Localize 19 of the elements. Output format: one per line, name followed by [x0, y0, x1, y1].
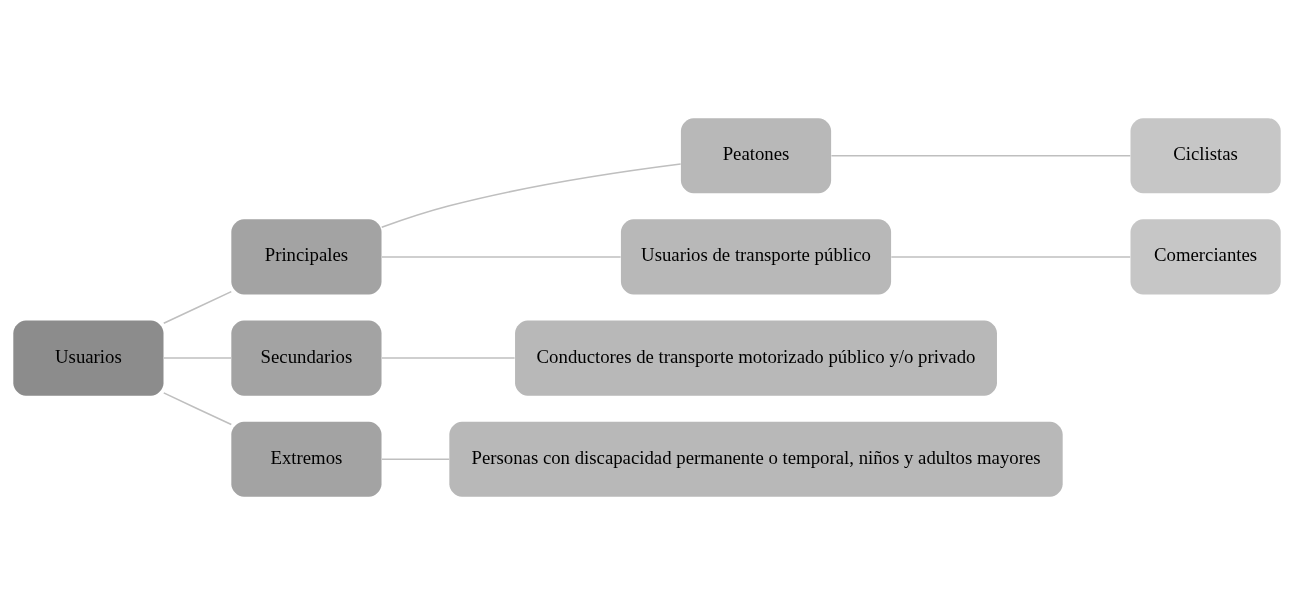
- node-box: Extremos: [231, 421, 382, 497]
- node-box: Principales: [231, 219, 382, 295]
- connector: [381, 357, 516, 359]
- connector: [381, 458, 451, 461]
- node-box: Personas con discapacidad permanente o temporal, niños y adultos mayores: [449, 421, 1063, 497]
- connector: [890, 256, 1131, 258]
- node-box: Usuarios de transporte público: [620, 219, 892, 295]
- node-box: Usuarios: [13, 320, 164, 396]
- node-box: Secundarios: [231, 320, 382, 396]
- connector: [163, 392, 233, 426]
- connector: [163, 290, 233, 325]
- node-box: Peatones: [680, 118, 832, 194]
- connector: [381, 256, 622, 258]
- node-box: Comerciantes: [1130, 219, 1281, 295]
- connector: [380, 163, 682, 228]
- connector: [163, 357, 233, 359]
- connector: [830, 154, 1132, 157]
- node-box: Conductores de transporte motorizado público y/o privado: [515, 320, 997, 396]
- node-box: Ciclistas: [1130, 118, 1281, 194]
